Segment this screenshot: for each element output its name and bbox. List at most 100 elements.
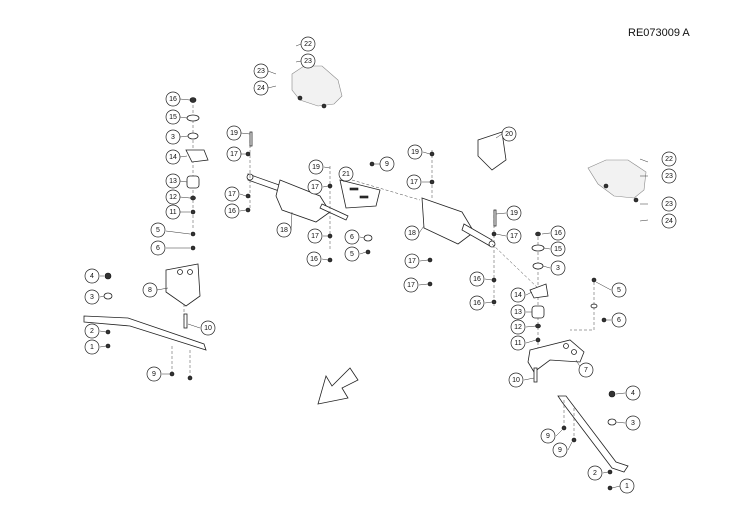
callout-label: 13	[514, 309, 522, 316]
callout-label: 5	[350, 251, 354, 258]
callout-label: 23	[665, 173, 673, 180]
callout-label: 5	[156, 227, 160, 234]
callout-20: 20	[501, 126, 517, 142]
callout-5: 5	[611, 282, 627, 298]
callout-24: 24	[253, 80, 269, 96]
callout-16: 16	[550, 225, 566, 241]
drawing-reference-number: RE073009 A	[628, 27, 690, 39]
callout-24: 24	[661, 213, 677, 229]
callout-23: 23	[253, 63, 269, 79]
callout-label: 12	[514, 324, 522, 331]
callout-5: 5	[344, 246, 360, 262]
callout-label: 24	[665, 218, 673, 225]
callout-6: 6	[611, 312, 627, 328]
callout-9: 9	[146, 366, 162, 382]
callout-label: 10	[204, 325, 212, 332]
callout-16: 16	[469, 295, 485, 311]
callout-label: 19	[411, 149, 419, 156]
callout-label: 17	[311, 233, 319, 240]
callout-label: 15	[169, 114, 177, 121]
callout-10: 10	[508, 372, 524, 388]
callout-label: 8	[148, 287, 152, 294]
callout-19: 19	[506, 205, 522, 221]
callout-17: 17	[406, 174, 422, 190]
callout-19: 19	[226, 125, 242, 141]
callout-14: 14	[165, 149, 181, 165]
callout-label: 16	[473, 276, 481, 283]
callout-18: 18	[276, 222, 292, 238]
callout-label: 12	[169, 194, 177, 201]
callout-label: 14	[514, 292, 522, 299]
callout-16: 16	[165, 91, 181, 107]
callout-label: 2	[593, 470, 597, 477]
callout-label: 23	[257, 68, 265, 75]
callout-9: 9	[552, 442, 568, 458]
callout-17: 17	[403, 277, 419, 293]
callout-17: 17	[404, 253, 420, 269]
callout-23: 23	[661, 196, 677, 212]
callout-label: 16	[228, 208, 236, 215]
callout-label: 18	[280, 227, 288, 234]
mounting-bracket-8	[165, 263, 201, 320]
callout-label: 16	[473, 300, 481, 307]
callout-label: 5	[617, 287, 621, 294]
callout-1: 1	[84, 339, 100, 355]
callout-16: 16	[469, 271, 485, 287]
callout-13: 13	[510, 304, 526, 320]
callout-label: 3	[631, 420, 635, 427]
callout-9: 9	[379, 156, 395, 172]
callout-6: 6	[344, 229, 360, 245]
callout-3: 3	[165, 129, 181, 145]
callout-label: 18	[408, 230, 416, 237]
callout-17: 17	[226, 146, 242, 162]
callout-11: 11	[510, 335, 526, 351]
callout-label: 6	[617, 317, 621, 324]
callout-label: 11	[169, 209, 176, 216]
left-support-bar	[83, 272, 207, 381]
callout-6: 6	[150, 240, 166, 256]
callout-label: 23	[304, 58, 312, 65]
callout-label: 19	[510, 210, 518, 217]
leader-lines	[99, 43, 649, 489]
callout-19: 19	[407, 144, 423, 160]
callout-label: 3	[556, 265, 560, 272]
callout-22: 22	[300, 36, 316, 52]
callout-5: 5	[150, 222, 166, 238]
callout-10: 10	[200, 320, 216, 336]
callout-1: 1	[619, 478, 635, 494]
callout-label: 9	[385, 161, 389, 168]
callout-label: 13	[169, 178, 177, 185]
callout-17: 17	[307, 228, 323, 244]
left-hardware-stack	[185, 97, 209, 251]
callout-label: 17	[230, 151, 238, 158]
callout-label: 6	[350, 234, 354, 241]
callout-label: 10	[512, 377, 520, 384]
callout-label: 11	[514, 340, 521, 347]
callout-label: 3	[90, 294, 94, 301]
callout-label: 17	[228, 191, 236, 198]
callout-label: 2	[90, 328, 94, 335]
right-hardware-stack	[529, 231, 607, 350]
callout-label: 7	[584, 367, 588, 374]
callout-label: 19	[312, 164, 320, 171]
callout-label: 22	[665, 156, 673, 163]
callout-label: 16	[169, 96, 177, 103]
callout-9: 9	[540, 428, 556, 444]
callout-17: 17	[224, 186, 240, 202]
callout-label: 9	[558, 447, 562, 454]
callout-label: 9	[152, 371, 156, 378]
actuator-right	[351, 131, 541, 306]
callout-3: 3	[84, 289, 100, 305]
callout-label: 17	[408, 258, 416, 265]
callout-3: 3	[550, 260, 566, 276]
callout-17: 17	[506, 228, 522, 244]
callout-2: 2	[84, 323, 100, 339]
callout-12: 12	[510, 319, 526, 335]
callout-8: 8	[142, 282, 158, 298]
callout-4: 4	[625, 385, 641, 401]
callout-label: 19	[230, 130, 238, 137]
callout-15: 15	[550, 241, 566, 257]
callout-label: 21	[342, 171, 350, 178]
forward-direction-arrow	[317, 367, 359, 405]
